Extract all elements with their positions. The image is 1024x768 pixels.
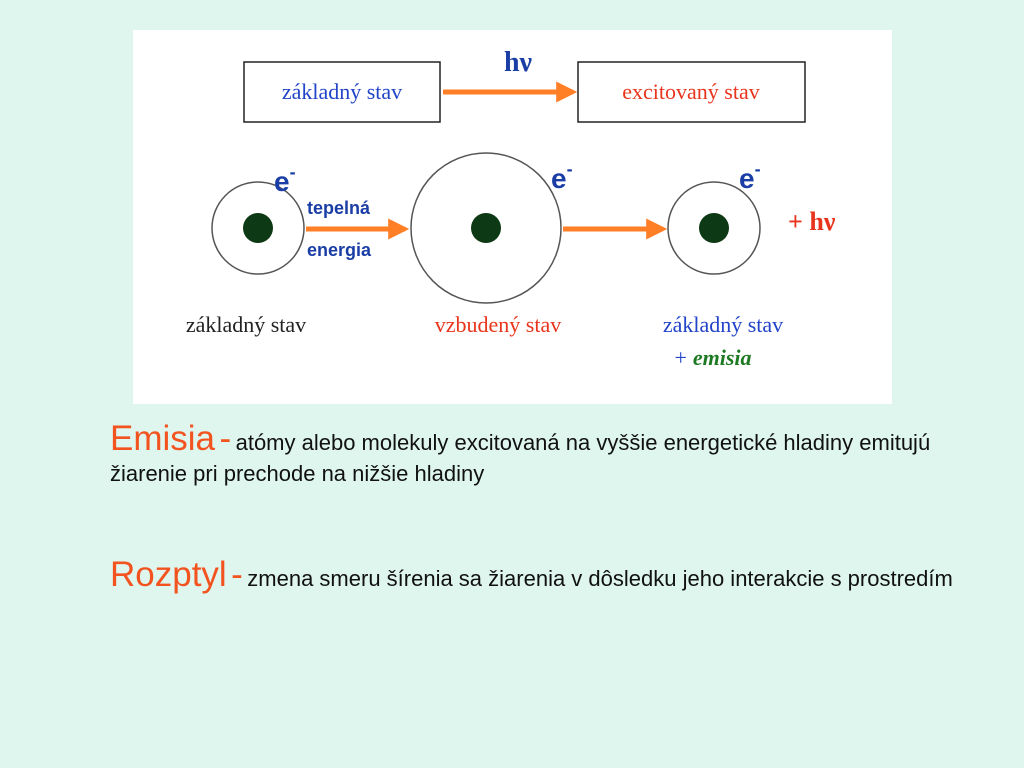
definition-text: atómy alebo molekuly excitovaná na vyšši… <box>110 430 931 486</box>
ground-state-label: základný stav <box>186 312 306 337</box>
term-dash: - <box>219 419 232 458</box>
electron-label-1: e- <box>274 162 296 197</box>
definition-text: zmena smeru šírenia sa žiarenia v dôsled… <box>247 566 953 591</box>
electron-label-3: e- <box>739 159 761 194</box>
final-atom-nucleus <box>699 213 729 243</box>
definition-emisia: Emisia - atómy alebo molekuly excitovaná… <box>110 418 990 488</box>
final-state-label: základný stav <box>663 312 783 337</box>
diagram-panel: základný stav hν excitovaný stav e- tepe… <box>133 30 892 404</box>
term-dash: - <box>231 555 243 594</box>
emission-label: +emisia <box>674 345 751 370</box>
ground-state-box <box>243 61 441 123</box>
excited-state-label: vzbudený stav <box>435 312 561 337</box>
term-emisia: Emisia <box>110 419 216 458</box>
definition-rozptyl: Rozptyl - zmena smeru šírenia sa žiareni… <box>110 554 990 597</box>
excited-state-box <box>577 61 806 123</box>
photon-plus-label: + hν <box>788 207 836 236</box>
ground-state-box-label: základný stav <box>282 79 402 104</box>
emission-diagram: základný stav hν excitovaný stav e- tepe… <box>186 47 836 370</box>
ground-atom-nucleus <box>243 213 273 243</box>
thermal-energy-label-1: tepelná <box>307 198 371 218</box>
photon-label: hν <box>504 47 533 78</box>
excited-atom-nucleus <box>471 213 501 243</box>
excited-state-box-label: excitovaný stav <box>622 79 759 104</box>
term-rozptyl: Rozptyl <box>110 555 227 594</box>
electron-label-2: e- <box>551 159 573 194</box>
thermal-energy-label-2: energia <box>307 240 372 260</box>
